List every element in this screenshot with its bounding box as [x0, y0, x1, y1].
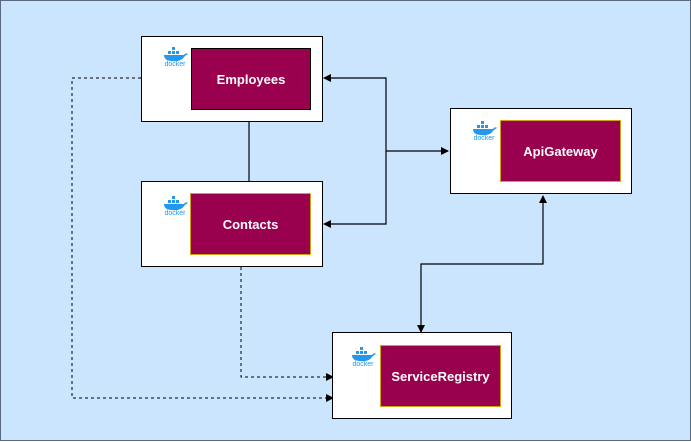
edge-bus-employees [323, 74, 387, 151]
docker-icon: docker [162, 47, 188, 71]
edge-contacts-serviceregistry [240, 267, 334, 381]
serviceregistry-service[interactable]: ServiceRegistry [380, 345, 501, 407]
docker-icon: docker [162, 196, 188, 220]
employees-service[interactable]: Employees [191, 48, 311, 110]
docker-label: docker [473, 135, 495, 142]
edge-apigateway-serviceregistry [417, 195, 547, 333]
edge-employees-serviceregistry [71, 77, 334, 402]
docker-label: docker [164, 210, 186, 217]
docker-label: docker [164, 61, 186, 68]
docker-label: docker [352, 361, 374, 368]
contacts-service[interactable]: Contacts [190, 193, 311, 255]
serviceregistry-label: ServiceRegistry [391, 368, 490, 384]
edge-bus-contacts [323, 151, 387, 228]
docker-icon: docker [350, 347, 376, 371]
contacts-label: Contacts [222, 216, 279, 232]
apigateway-service[interactable]: ApiGateway [500, 120, 621, 182]
apigateway-label: ApiGateway [523, 143, 598, 159]
employees-label: Employees [216, 71, 286, 87]
docker-icon: docker [471, 121, 497, 145]
